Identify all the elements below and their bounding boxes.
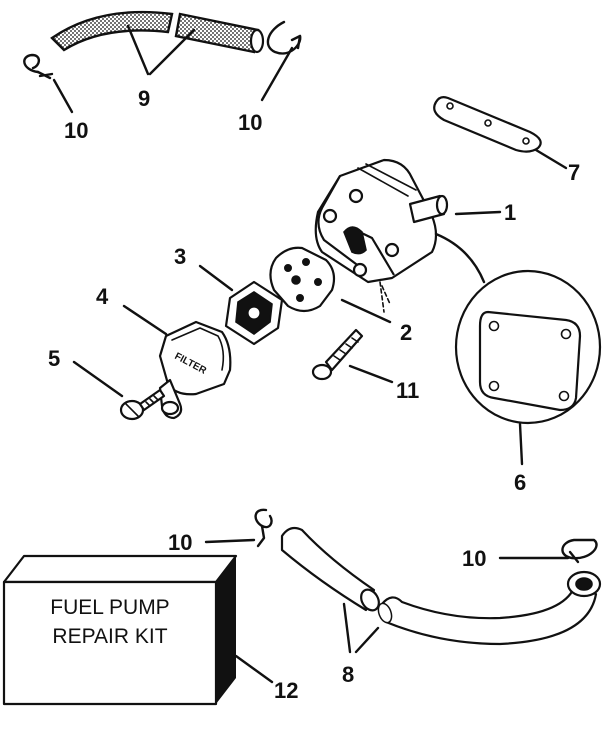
lower-fuel-hose xyxy=(280,526,602,646)
mounting-screw xyxy=(311,328,364,381)
hose-clamp-lower-left xyxy=(254,508,273,548)
callout-10-lower-right: 10 xyxy=(462,546,486,571)
upper-fuel-hose xyxy=(50,10,265,54)
callout-6: 6 xyxy=(514,470,526,495)
callout-numbers: 9 10 10 7 1 3 4 2 5 11 6 10 10 8 12 xyxy=(48,86,580,703)
callout-11: 11 xyxy=(396,378,419,403)
fuel-pump-assembly xyxy=(314,158,449,313)
hose-clamp-lower-right xyxy=(561,538,598,564)
kit-box-line1: FUEL PUMP xyxy=(50,596,169,619)
callout-2: 2 xyxy=(400,320,412,345)
diaphragm-plate xyxy=(269,246,336,313)
hose-clamp-top-left xyxy=(23,53,54,80)
leader-lines xyxy=(52,24,570,684)
callout-10-top-left: 10 xyxy=(64,118,88,143)
repair-kit-box: FUEL PUMP REPAIR KIT xyxy=(2,554,238,706)
callout-10-lower-left: 10 xyxy=(168,530,192,555)
pulse-hose-line xyxy=(434,232,486,284)
callout-1: 1 xyxy=(504,200,516,225)
filter-cover: FILTER xyxy=(158,320,232,420)
callout-8: 8 xyxy=(342,662,354,687)
callout-7: 7 xyxy=(568,160,580,185)
kit-box-line2: REPAIR KIT xyxy=(52,625,167,648)
callout-4: 4 xyxy=(96,284,109,309)
callout-10-top-right: 10 xyxy=(238,110,262,135)
filter-cover-screw xyxy=(119,388,166,421)
callout-9: 9 xyxy=(138,86,150,111)
pump-cover-gasket xyxy=(454,269,602,425)
callout-5: 5 xyxy=(48,346,60,371)
hose-clamp-top-right xyxy=(266,20,302,55)
callout-3: 3 xyxy=(174,244,186,269)
filter-screen xyxy=(224,280,284,346)
callout-12: 12 xyxy=(274,678,298,703)
mounting-gasket xyxy=(433,96,542,153)
